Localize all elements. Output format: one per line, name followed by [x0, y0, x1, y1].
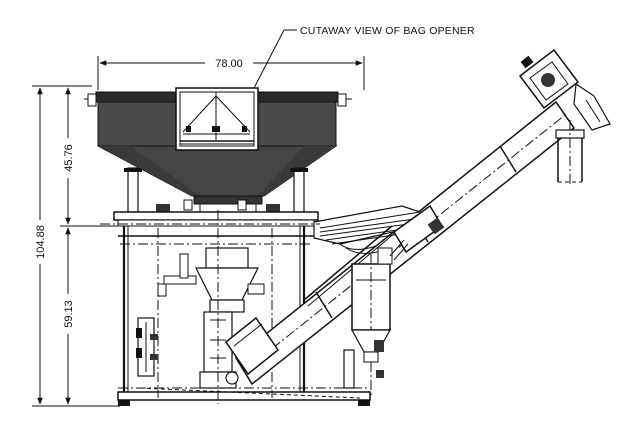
dimension-hopper-height-label: 45.76 [63, 144, 75, 172]
main-frame [113, 211, 371, 406]
dimension-overall-height: 104.88 [31, 85, 120, 407]
center-lines [100, 210, 320, 404]
callout-label: CUTAWAY VIEW OF BAG OPENER [300, 25, 475, 37]
dimension-width-label: 78.00 [215, 58, 243, 70]
lower-feeder [157, 247, 265, 389]
dimension-overall-height-label: 104.88 [35, 225, 47, 259]
dimension-frame-height-label: 59.13 [63, 300, 75, 328]
hopper-supports [124, 167, 308, 214]
conveyor-cradle [303, 204, 445, 307]
dimension-hopper-height: 45.76 [60, 87, 120, 227]
dimension-frame-height: 59.13 [60, 227, 76, 405]
dimension-width-top: 78.00 [97, 56, 365, 90]
discharge-spout [555, 120, 585, 186]
dust-collector [343, 239, 409, 396]
control-panel [136, 317, 158, 377]
drive-motor [518, 48, 611, 131]
bag-opener-cutaway [175, 87, 259, 151]
hopper [84, 87, 352, 205]
